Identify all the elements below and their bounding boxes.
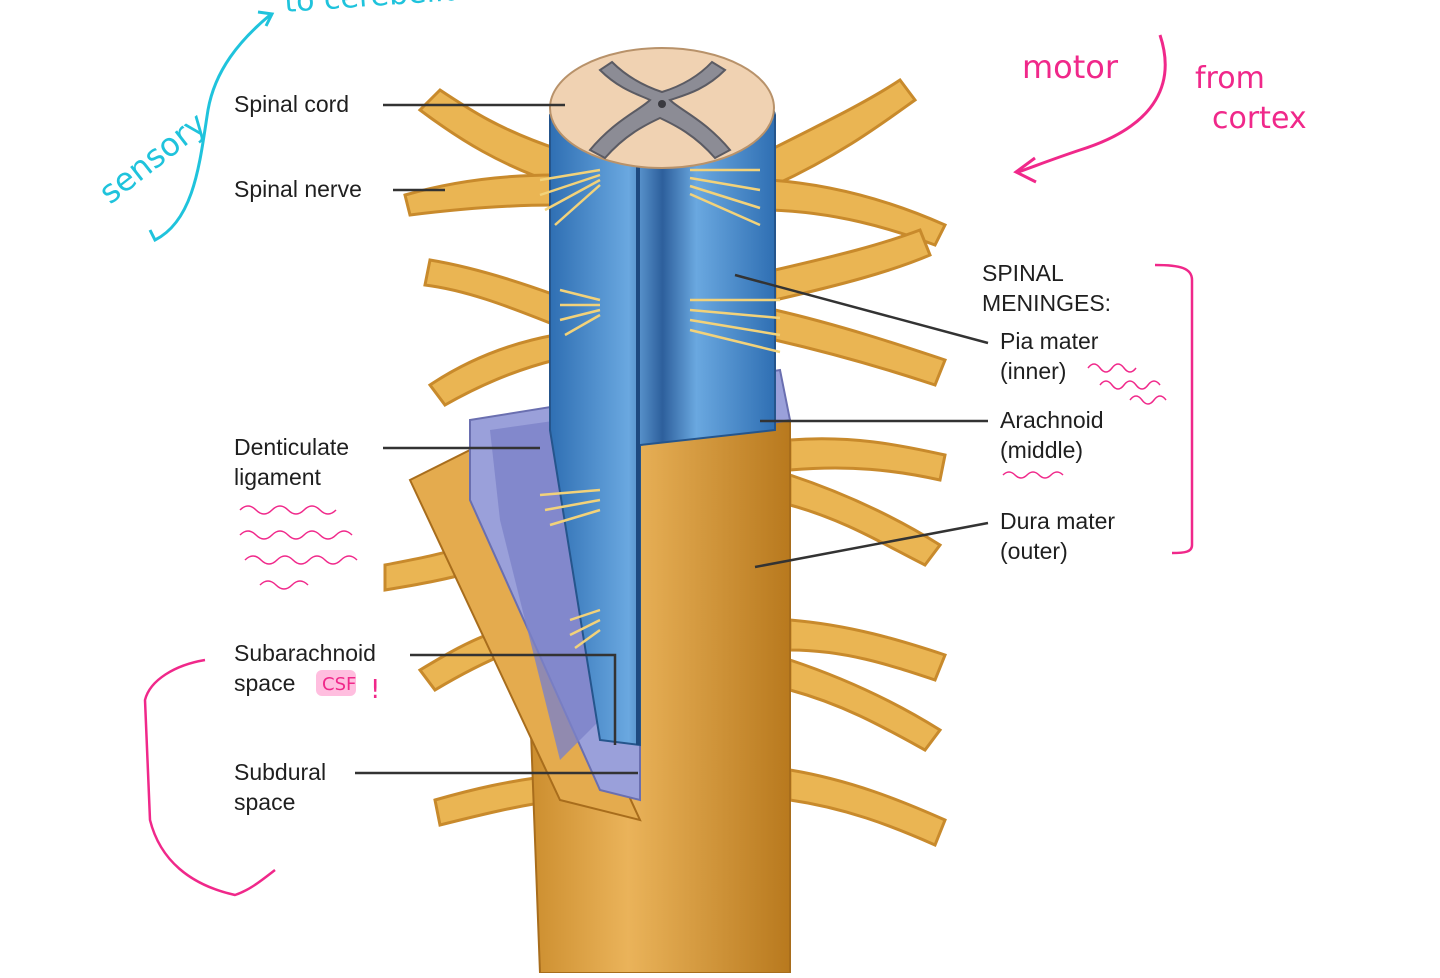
annotation-motor: motor <box>1022 48 1119 86</box>
sensory-arrow <box>148 13 271 243</box>
label-spinal-nerve: Spinal nerve <box>234 176 362 202</box>
label-arachnoid: Arachnoid (middle) <box>1000 407 1104 463</box>
annotation-cortex: cortex <box>1212 101 1307 136</box>
annotation-csf: CSF <box>322 674 356 695</box>
central-canal <box>658 100 666 108</box>
spinal-nerve-roots <box>383 77 948 848</box>
label-spinal-cord: Spinal cord <box>234 91 350 117</box>
label-pia-mater: Pia mater (inner) <box>1000 328 1099 384</box>
label-subdural-space: Subdural space <box>234 759 327 815</box>
label-dura-mater: Dura mater (outer) <box>1000 508 1116 564</box>
arrow-head-icon <box>257 10 275 27</box>
label-meninges-heading: SPINAL MENINGES: <box>982 260 1112 316</box>
arachnoid-inner-fold <box>490 420 600 760</box>
annotation-sensory: sensory <box>92 104 214 211</box>
label-subarachnoid-space: Subarachnoid space <box>234 640 376 696</box>
motor-annotation: motor from cortex <box>1013 34 1307 184</box>
nerve-rootlets <box>539 168 781 650</box>
annotation-from: from <box>1195 61 1265 96</box>
annotation-exclaim: ! <box>370 675 380 705</box>
motor-arrow <box>1017 34 1167 174</box>
meninges-bracket <box>1154 263 1194 555</box>
spaces-bracket <box>143 658 276 897</box>
csf-highlight <box>316 670 356 696</box>
arrow-head-icon <box>1013 156 1037 184</box>
annotation-to-cerebellum: to cerebellum <box>283 0 492 20</box>
gray-matter <box>588 60 732 160</box>
leader-lines <box>355 103 989 775</box>
handwritten-notes-scribble <box>239 363 1167 590</box>
label-denticulate-ligament: Denticulate ligament <box>234 434 350 490</box>
